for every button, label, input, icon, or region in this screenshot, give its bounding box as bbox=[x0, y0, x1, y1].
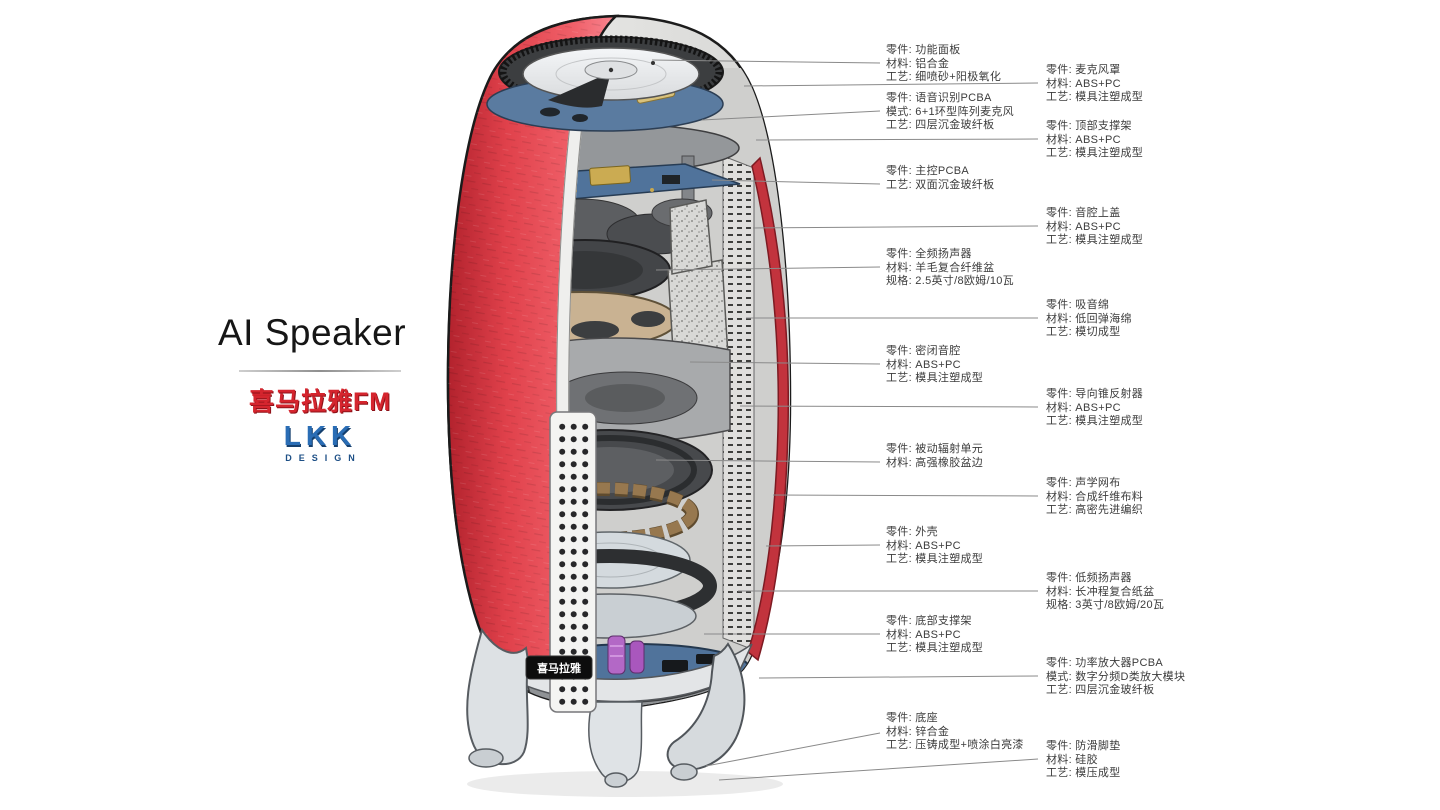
brand-badge bbox=[525, 655, 593, 680]
perforated-strip: 喜马拉雅 bbox=[525, 411, 597, 713]
annotation-reflector-cone: 零件: 导向锥反射器 材料: ABS+PC 工艺: 模具注塑成型 bbox=[1046, 388, 1144, 427]
annotation-mic-cover: 零件: 麦克风罩 材料: ABS+PC 工艺: 模具注塑成型 bbox=[1046, 64, 1144, 103]
brand-badge-text: 喜马拉雅 bbox=[537, 661, 581, 675]
annotation-passive-radiator: 零件: 被动辐射单元 材料: 高强橡胶盆边 bbox=[886, 443, 984, 469]
lkk-design-label: DESIGN bbox=[285, 453, 362, 463]
annotation-base: 零件: 底座 材料: 锌合金 工艺: 压铸成型+喷涂白亮漆 bbox=[886, 712, 1024, 751]
page-title: AI Speaker bbox=[218, 312, 407, 353]
annotation-function-panel: 零件: 功能面板 材料: 铝合金 工艺: 细喷砂+阳极氧化 bbox=[886, 44, 1002, 83]
annotation-acoustic-mesh: 零件: 声学网布 材料: 合成纤维布料 工艺: 高密先进编织 bbox=[1046, 477, 1144, 516]
lkk-logo: LKK bbox=[283, 420, 357, 451]
annotation-fullrange-speaker: 零件: 全频扬声器 材料: 羊毛复合纤维盆 规格: 2.5英寸/8欧姆/10瓦 bbox=[886, 248, 1014, 287]
brand-panel: AI Speaker 喜马拉雅FM LKK DESIGN bbox=[218, 312, 422, 463]
top-function-panel bbox=[486, 35, 724, 132]
annotation-bottom-bracket: 零件: 底部支撑架 材料: ABS+PC 工艺: 模具注塑成型 bbox=[886, 615, 984, 654]
annotation-voice-pcba: 零件: 语音识别PCBA 模式: 6+1环型阵列麦克风 工艺: 四层沉金玻纤板 bbox=[886, 92, 1014, 131]
annotation-main-pcba: 零件: 主控PCBA 工艺: 双面沉金玻纤板 bbox=[886, 165, 995, 191]
annotation-foot-pad: 零件: 防滑脚垫 材料: 硅胶 工艺: 模压成型 bbox=[1046, 740, 1121, 779]
mic-hole bbox=[651, 61, 655, 65]
foot-pad-right bbox=[670, 763, 698, 781]
annotation-woofer: 零件: 低频扬声器 材料: 长冲程复合纸盆 规格: 3英寸/8欧姆/20瓦 bbox=[1046, 572, 1165, 611]
annotation-cavity-cover: 零件: 音腔上盖 材料: ABS+PC 工艺: 模具注塑成型 bbox=[1046, 207, 1144, 246]
foot-pad-center bbox=[604, 772, 628, 788]
ximalaya-logo: 喜马拉雅FM bbox=[248, 388, 392, 416]
annotation-absorbing-foam: 零件: 吸音绵 材料: 低回弹海绵 工艺: 模切成型 bbox=[1046, 299, 1132, 338]
annotation-housing: 零件: 外壳 材料: ABS+PC 工艺: 模具注塑成型 bbox=[886, 526, 984, 565]
speaker-cutaway-illustration: 喜马拉雅 bbox=[446, 14, 792, 797]
foot-pad-left bbox=[468, 748, 504, 768]
annotation-top-bracket: 零件: 顶部支撑架 材料: ABS+PC 工艺: 模具注塑成型 bbox=[1046, 120, 1144, 159]
center-dot bbox=[608, 67, 614, 73]
annotation-sealed-cavity: 零件: 密闭音腔 材料: ABS+PC 工艺: 模具注塑成型 bbox=[886, 345, 984, 384]
divider-line bbox=[239, 370, 401, 372]
annotation-amp-pcba: 零件: 功率放大器PCBA 模式: 数字分频D类放大模块 工艺: 四层沉金玻纤板 bbox=[1046, 657, 1186, 696]
base-legs bbox=[466, 627, 746, 788]
